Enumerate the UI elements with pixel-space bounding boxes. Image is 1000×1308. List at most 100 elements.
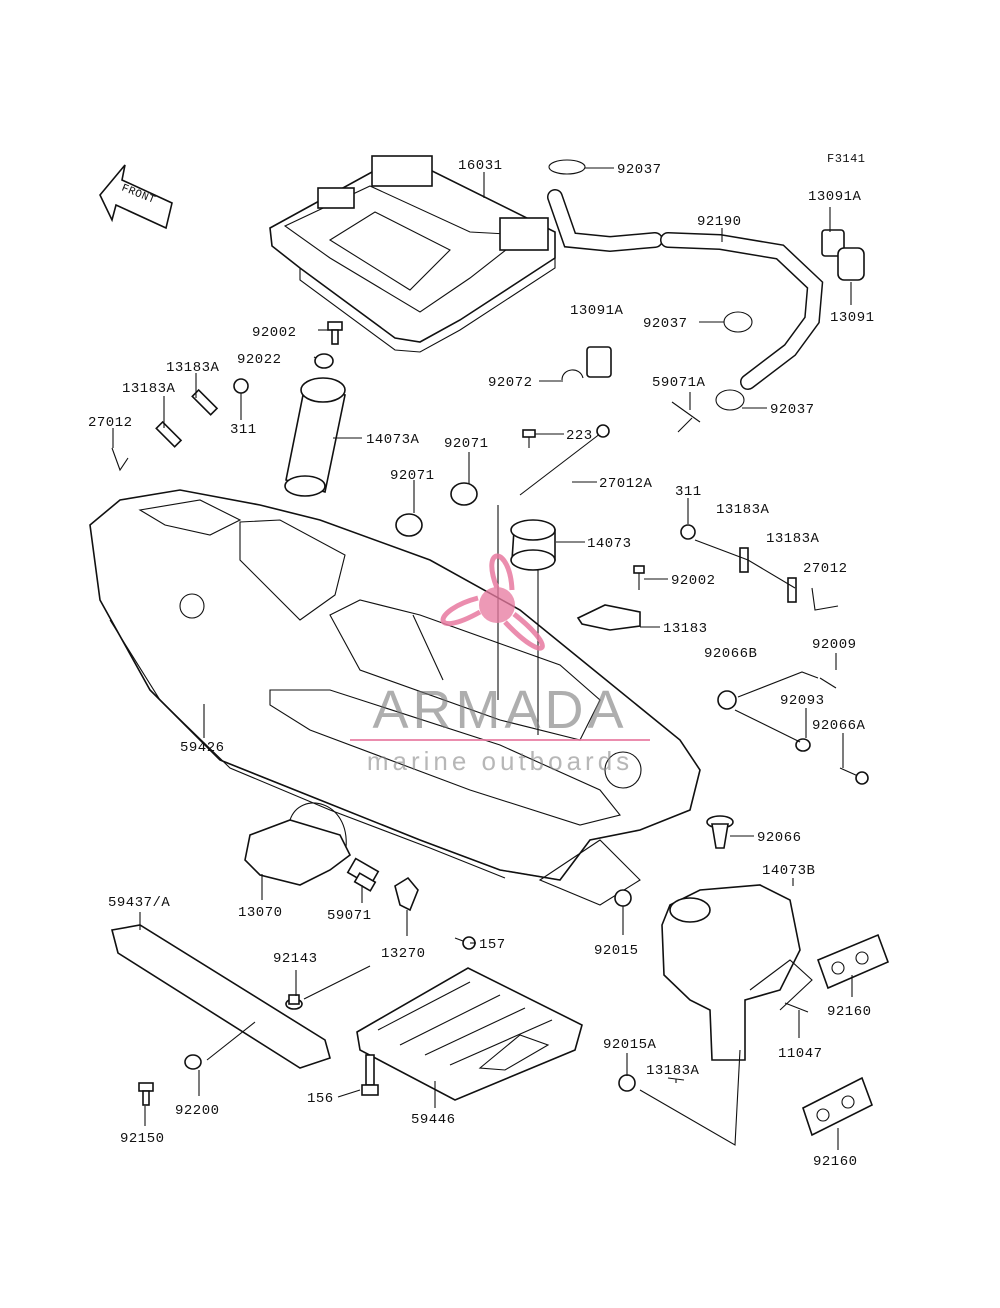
label-92009: 92009 — [812, 637, 857, 653]
watermark-brand: ARMADA — [372, 680, 627, 740]
label-13091A-a: 13091A — [808, 189, 862, 205]
part-92071-seal-1 — [450, 482, 478, 506]
part-92200-washer — [184, 1054, 202, 1070]
label-92002-a: 92002 — [252, 325, 297, 341]
label-157: 157 — [479, 937, 506, 953]
label-13091: 13091 — [830, 310, 875, 326]
label-92072: 92072 — [488, 375, 533, 391]
label-92160-b: 92160 — [813, 1154, 858, 1170]
label-92037-c: 92037 — [770, 402, 815, 418]
part-11047-pin — [784, 1002, 809, 1013]
label-92190: 92190 — [697, 214, 742, 230]
part-13091A-block — [821, 229, 845, 257]
label-92160-a: 92160 — [827, 1004, 872, 1020]
label-92037-a: 92037 — [617, 162, 662, 178]
part-92066B-grommet — [717, 690, 737, 710]
label-92143: 92143 — [273, 951, 318, 967]
label-59426: 59426 — [180, 740, 225, 756]
label-92015A: 92015A — [603, 1037, 657, 1053]
part-311-nut — [233, 378, 249, 394]
label-59437A: 59437/A — [108, 895, 170, 911]
label-27012-b: 27012 — [803, 561, 848, 577]
part-92015-nut — [614, 889, 632, 907]
label-92071-a: 92071 — [444, 436, 489, 452]
part-13183A-bracket-right-2 — [787, 577, 797, 603]
part-92150-screw — [138, 1082, 154, 1106]
part-156-bolt — [361, 1054, 379, 1096]
label-14073B: 14073B — [762, 863, 815, 879]
label-92200: 92200 — [175, 1103, 220, 1119]
part-92160-gasket-upper — [816, 933, 890, 990]
label-14073A: 14073A — [366, 432, 420, 448]
part-13070-scoop — [244, 802, 352, 886]
label-92071-b: 92071 — [390, 468, 435, 484]
label-156: 156 — [307, 1091, 334, 1107]
part-27012-ubolt — [111, 447, 129, 472]
label-92150: 92150 — [120, 1131, 165, 1147]
label-27012: 27012 — [88, 415, 133, 431]
part-92072-clip — [561, 369, 584, 381]
front-arrow-icon: FRONT — [99, 164, 173, 230]
part-13091-block — [837, 247, 865, 281]
part-92015A-nut — [618, 1074, 636, 1092]
part-13183-bracket — [576, 604, 641, 631]
label-92093: 92093 — [780, 693, 825, 709]
armada-watermark: ARMADA marine outboards — [350, 553, 650, 776]
part-13270-strap — [394, 876, 419, 912]
label-59446: 59446 — [411, 1112, 456, 1128]
part-92009-screw — [819, 677, 837, 689]
part-59446-grate — [356, 967, 583, 1101]
label-92015: 92015 — [594, 943, 639, 959]
label-13183A-c: 13183A — [716, 502, 770, 518]
part-92190-hose — [547, 189, 824, 390]
part-92037-clamp-low — [715, 389, 745, 411]
label-13183: 13183 — [663, 621, 708, 637]
label-92037-b: 92037 — [643, 316, 688, 332]
label-14073: 14073 — [587, 536, 632, 552]
label-13270: 13270 — [381, 946, 426, 962]
label-13091A-b: 13091A — [570, 303, 624, 319]
label-92002-b: 92002 — [671, 573, 716, 589]
part-223-screw — [522, 429, 536, 448]
part-92037-clamp-top — [548, 159, 586, 175]
part-92160-gasket-lower — [802, 1076, 873, 1137]
part-13183A-bracket-lower — [155, 420, 183, 448]
part-311-nut-right — [680, 524, 696, 540]
part-59071A-fitting — [671, 401, 701, 433]
part-92066A-plug — [839, 767, 869, 785]
label-92066: 92066 — [757, 830, 802, 846]
part-59426-hull — [89, 489, 701, 906]
part-92002-bolt — [327, 321, 343, 345]
part-16031-tray — [269, 155, 556, 353]
leader-lines — [112, 167, 853, 1150]
part-labels: 16031 92037 92190 13091A 13091 13091A 92… — [88, 158, 875, 1170]
figure-code: F3141 — [827, 152, 866, 166]
label-92066B: 92066B — [704, 646, 757, 662]
label-13183A-e: 13183A — [646, 1063, 700, 1079]
watermark-tagline: marine outboards — [367, 746, 633, 776]
part-92143-bolt — [285, 994, 303, 1010]
part-14073B-tank — [661, 884, 813, 1061]
label-223: 223 — [566, 428, 593, 444]
label-13183A-d: 13183A — [766, 531, 820, 547]
part-14073-cap — [510, 519, 556, 571]
label-59071A: 59071A — [652, 375, 706, 391]
label-311-b: 311 — [675, 484, 702, 500]
label-13183A-b: 13183A — [122, 381, 176, 397]
label-311-a: 311 — [230, 422, 257, 438]
label-13070: 13070 — [238, 905, 283, 921]
part-27012-ubolt-right — [811, 587, 839, 611]
part-59071-fitting — [346, 857, 380, 892]
part-92037-clamp-mid — [723, 311, 753, 333]
label-13183A-a: 13183A — [166, 360, 220, 376]
part-13091A-block-2 — [586, 346, 612, 378]
part-92066-plug — [706, 815, 734, 849]
propeller-logo-icon — [440, 553, 545, 651]
part-92002-bolt-right — [633, 565, 645, 590]
part-27012A-rod — [519, 424, 610, 496]
label-16031: 16031 — [458, 158, 503, 174]
part-92071-seal-2 — [395, 513, 423, 537]
label-59071: 59071 — [327, 908, 372, 924]
